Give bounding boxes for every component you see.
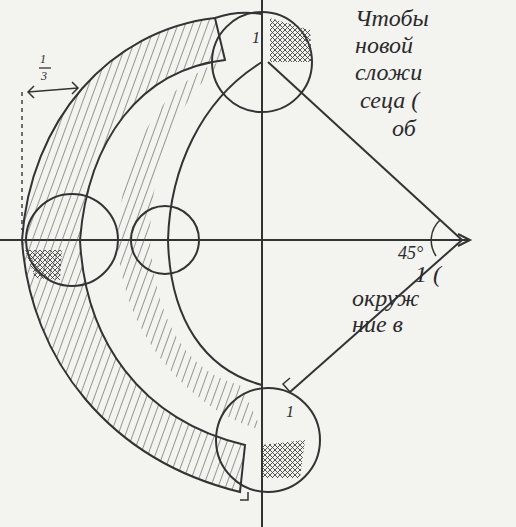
handwritten-note: новой	[355, 33, 413, 57]
handwritten-note: об	[392, 116, 416, 140]
handwritten-note: сложи	[355, 60, 422, 84]
dimension-label: 1	[286, 404, 294, 420]
handwritten-note: сеца (	[360, 88, 419, 112]
handwritten-note: 1 (	[415, 262, 441, 286]
handwritten-note: окруж	[352, 286, 419, 310]
handwritten-note: Чтобы	[355, 6, 429, 30]
dimension-label: 1	[40, 53, 46, 65]
handwritten-note: 45°	[398, 244, 423, 262]
dimension-label: 1	[252, 30, 260, 46]
handwritten-note: ние в	[352, 312, 403, 336]
dimension-label: 3	[41, 70, 47, 82]
